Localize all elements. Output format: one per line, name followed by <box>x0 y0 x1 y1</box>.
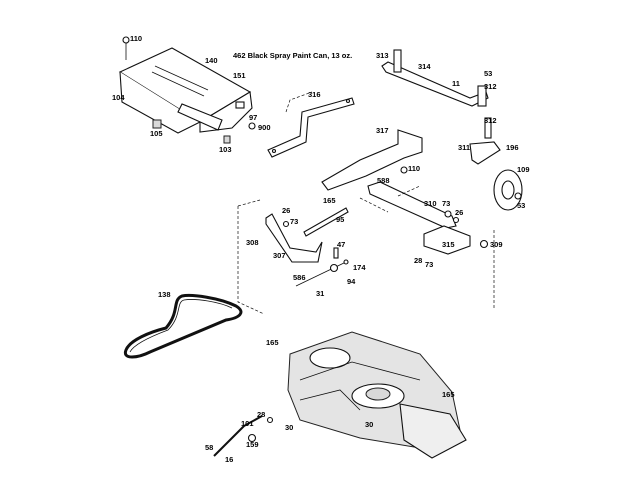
label-165c: 165 <box>442 390 455 399</box>
handle-313 <box>381 49 489 107</box>
lift-arm-307 <box>265 213 323 263</box>
paint-note: 462 Black Spray Paint Can, 13 oz. <box>233 51 352 60</box>
label-28: 28 <box>414 256 422 265</box>
label-95: 95 <box>336 215 344 224</box>
label-110: 110 <box>130 34 142 43</box>
label-308: 308 <box>246 238 259 247</box>
label-11: 11 <box>452 79 460 88</box>
label-104: 104 <box>112 93 125 102</box>
label-311: 311 <box>458 143 470 152</box>
label-110b: 110 <box>408 164 420 173</box>
label-97: 97 <box>249 113 257 122</box>
label-26b: 26 <box>282 206 290 215</box>
label-312: 312 <box>484 82 497 91</box>
label-309: 309 <box>490 240 503 249</box>
label-30: 30 <box>285 423 293 432</box>
label-30b: 30 <box>365 420 373 429</box>
deck-cover <box>118 47 253 134</box>
label-53: 53 <box>484 69 492 78</box>
label-31: 31 <box>316 289 324 298</box>
label-317: 317 <box>376 126 389 135</box>
label-316: 316 <box>308 90 321 99</box>
pin-assembly <box>213 415 274 457</box>
label-28b: 28 <box>257 410 265 419</box>
dash-left-top <box>237 199 261 207</box>
dash-310 <box>359 185 421 213</box>
label-73: 73 <box>442 199 450 208</box>
label-151: 151 <box>233 71 246 80</box>
label-105: 105 <box>150 129 163 138</box>
label-315: 315 <box>442 240 455 249</box>
rod-31 <box>295 247 349 287</box>
axle-310 <box>367 181 460 229</box>
label-140: 140 <box>205 56 218 65</box>
label-196: 196 <box>506 143 519 152</box>
label-312b: 312 <box>484 116 497 125</box>
link-95 <box>303 207 349 237</box>
label-16: 16 <box>225 455 233 464</box>
bracket-315 <box>423 225 489 255</box>
nut-105 <box>152 119 162 129</box>
bolt-110 <box>122 36 130 44</box>
label-103: 103 <box>219 145 232 154</box>
label-174: 174 <box>353 263 366 272</box>
label-26: 26 <box>455 208 463 217</box>
label-588: 588 <box>377 176 390 185</box>
label-307: 307 <box>273 251 286 260</box>
label-109: 109 <box>517 165 530 174</box>
belt-138 <box>123 294 243 359</box>
bracket-316 <box>267 97 355 158</box>
dash-left-frame <box>237 206 265 315</box>
label-73c: 73 <box>425 260 433 269</box>
label-94: 94 <box>347 277 356 286</box>
label-900: 900 <box>258 123 271 132</box>
label-314: 314 <box>418 62 431 71</box>
label-310: 310 <box>424 199 437 208</box>
mower-deck <box>287 331 467 459</box>
label-165: 165 <box>323 196 336 205</box>
label-53b: 53 <box>517 201 525 210</box>
label-58: 58 <box>205 443 213 452</box>
dash-316 <box>285 91 313 113</box>
caster-assembly <box>469 117 523 211</box>
label-101: 101 <box>241 419 254 428</box>
bushing-103 <box>223 135 231 144</box>
label-165b: 165 <box>266 338 279 347</box>
label-47: 47 <box>337 240 345 249</box>
label-138: 138 <box>158 290 171 299</box>
bracket-317 <box>321 129 423 191</box>
washer-900 <box>248 122 256 130</box>
label-586: 586 <box>293 273 306 282</box>
label-313: 313 <box>376 51 389 60</box>
label-159: 159 <box>246 440 259 449</box>
label-73b: 73 <box>290 217 298 226</box>
